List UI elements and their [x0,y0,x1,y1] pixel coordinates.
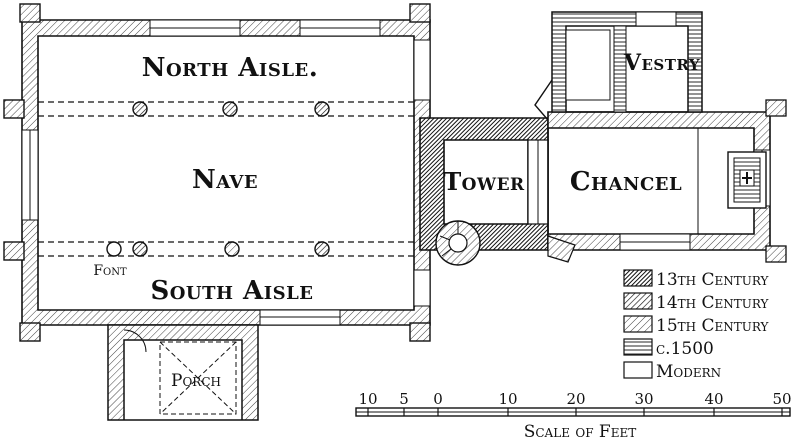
legend-swatch-light [623,315,653,333]
south-aisle-label: South Aisle [150,276,313,306]
legend-label: 13th Century [656,270,770,290]
legend-item-13th: 13th Century [623,269,770,290]
nave-walls [3,3,431,342]
scale-tick-label: 30 [634,390,653,408]
vestry-walls [534,11,703,121]
legend-label: c.1500 [656,339,714,359]
legend-label: 15th Century [656,316,770,336]
legend-item-modern: Modern [623,361,721,382]
scale-tick-label: 5 [399,390,409,408]
legend-item-15th: 15th Century [623,315,770,336]
chancel-walls [547,99,787,263]
font-label: Font [93,263,127,279]
scale-tick-label: 50 [772,390,791,408]
vestry-label: Vestry [623,50,700,76]
scale-tick-label: 10 [358,390,377,408]
south-arcade [38,241,414,257]
altar-cross-icon [739,169,755,187]
porch-label: Porch [171,371,221,391]
north-aisle-label: North Aisle. [142,53,319,83]
legend-label: 14th Century [656,293,770,313]
legend-item-14th: 14th Century [623,292,770,313]
scale-tick-label: 20 [566,390,585,408]
legend-swatch-diag [623,292,653,310]
scale-tick-label: 0 [433,390,443,408]
legend: 13th Century 14th Century 15th Century c… [623,269,770,382]
legend-swatch-blank [623,361,653,379]
scale-tick-marks [367,408,783,416]
scale-tick-label: 40 [704,390,723,408]
chancel-label: Chancel [570,167,682,197]
scale-tick-label: 10 [498,390,517,408]
legend-item-c1500: c.1500 [623,338,714,359]
tower-label: Tower [443,167,525,196]
legend-swatch-horiz [623,338,653,356]
tower-walls [419,117,549,266]
legend-swatch-dense [623,269,653,287]
legend-label: Modern [656,362,721,382]
north-arcade [38,101,414,117]
nave-label: Nave [192,165,258,195]
porch-walls [107,324,259,421]
scale-title: Scale of Feet [524,422,637,441]
